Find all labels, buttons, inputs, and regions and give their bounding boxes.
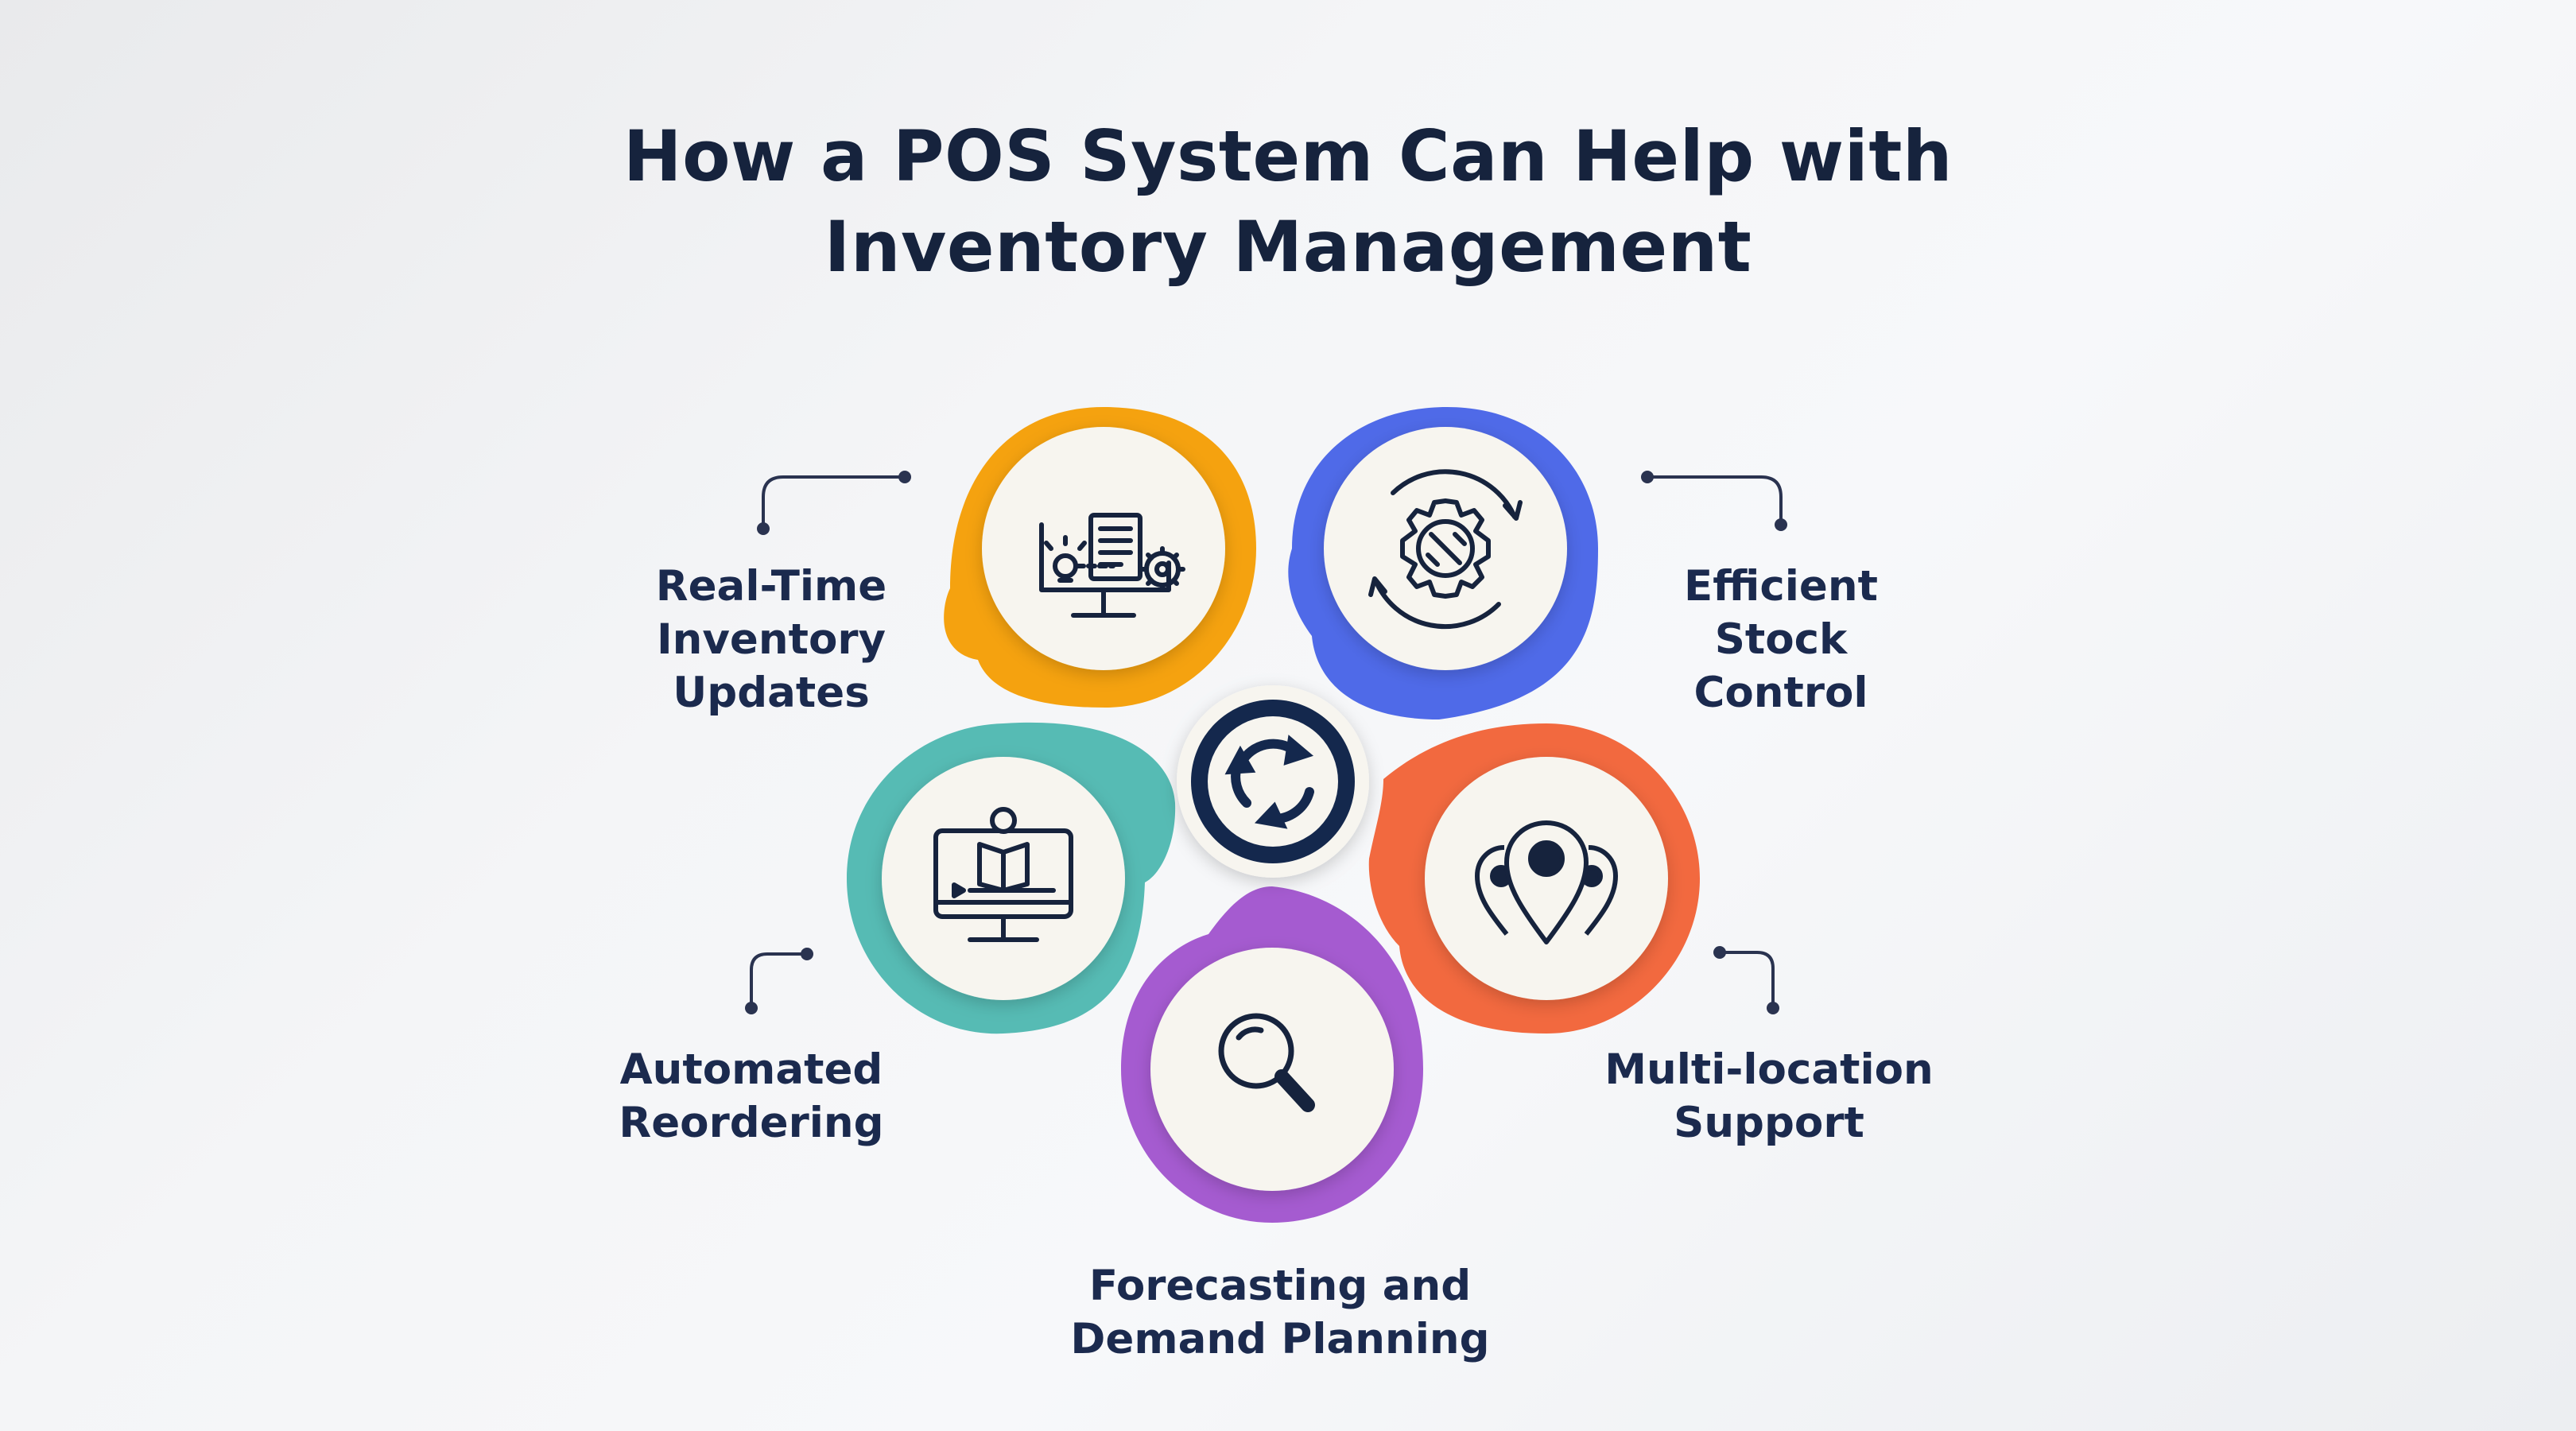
title-line-2: Inventory Management — [824, 206, 1752, 288]
label-automated-reordering: Automated Reordering — [619, 1045, 884, 1147]
page-title: How a POS System Can Help with Inventory… — [0, 111, 2576, 293]
refresh-cycle-icon — [1224, 735, 1314, 829]
magnifier-icon — [1218, 1013, 1315, 1112]
petal-real-time-inventory — [944, 407, 1256, 708]
connector-efficient — [1647, 475, 1783, 525]
connector-realtime — [762, 475, 905, 529]
center-hub — [1177, 685, 1369, 878]
petal-multi-location — [1368, 723, 1700, 1034]
monitor-user-book-icon — [933, 807, 1073, 942]
label-forecasting: Forecasting and Demand Planning — [1070, 1262, 1490, 1363]
label-efficient-stock-control: Efficient Stock Control — [1684, 562, 1878, 717]
petal-efficient-stock-control — [1288, 407, 1598, 719]
title-line-1: How a POS System Can Help with — [623, 115, 1953, 197]
label-real-time-inventory: Real-Time Inventory Updates — [655, 562, 887, 717]
connector-automated — [750, 952, 807, 1008]
monitor-document-gear-icon — [1039, 513, 1185, 618]
label-multi-location: Multi-location Support — [1604, 1045, 1934, 1147]
location-pins-icon — [1475, 820, 1618, 944]
connector-multilocation — [1720, 951, 1775, 1008]
petal-forecasting — [1121, 886, 1423, 1223]
gear-wrench-cycle-icon — [1368, 469, 1523, 630]
petal-automated-reordering — [847, 722, 1176, 1034]
